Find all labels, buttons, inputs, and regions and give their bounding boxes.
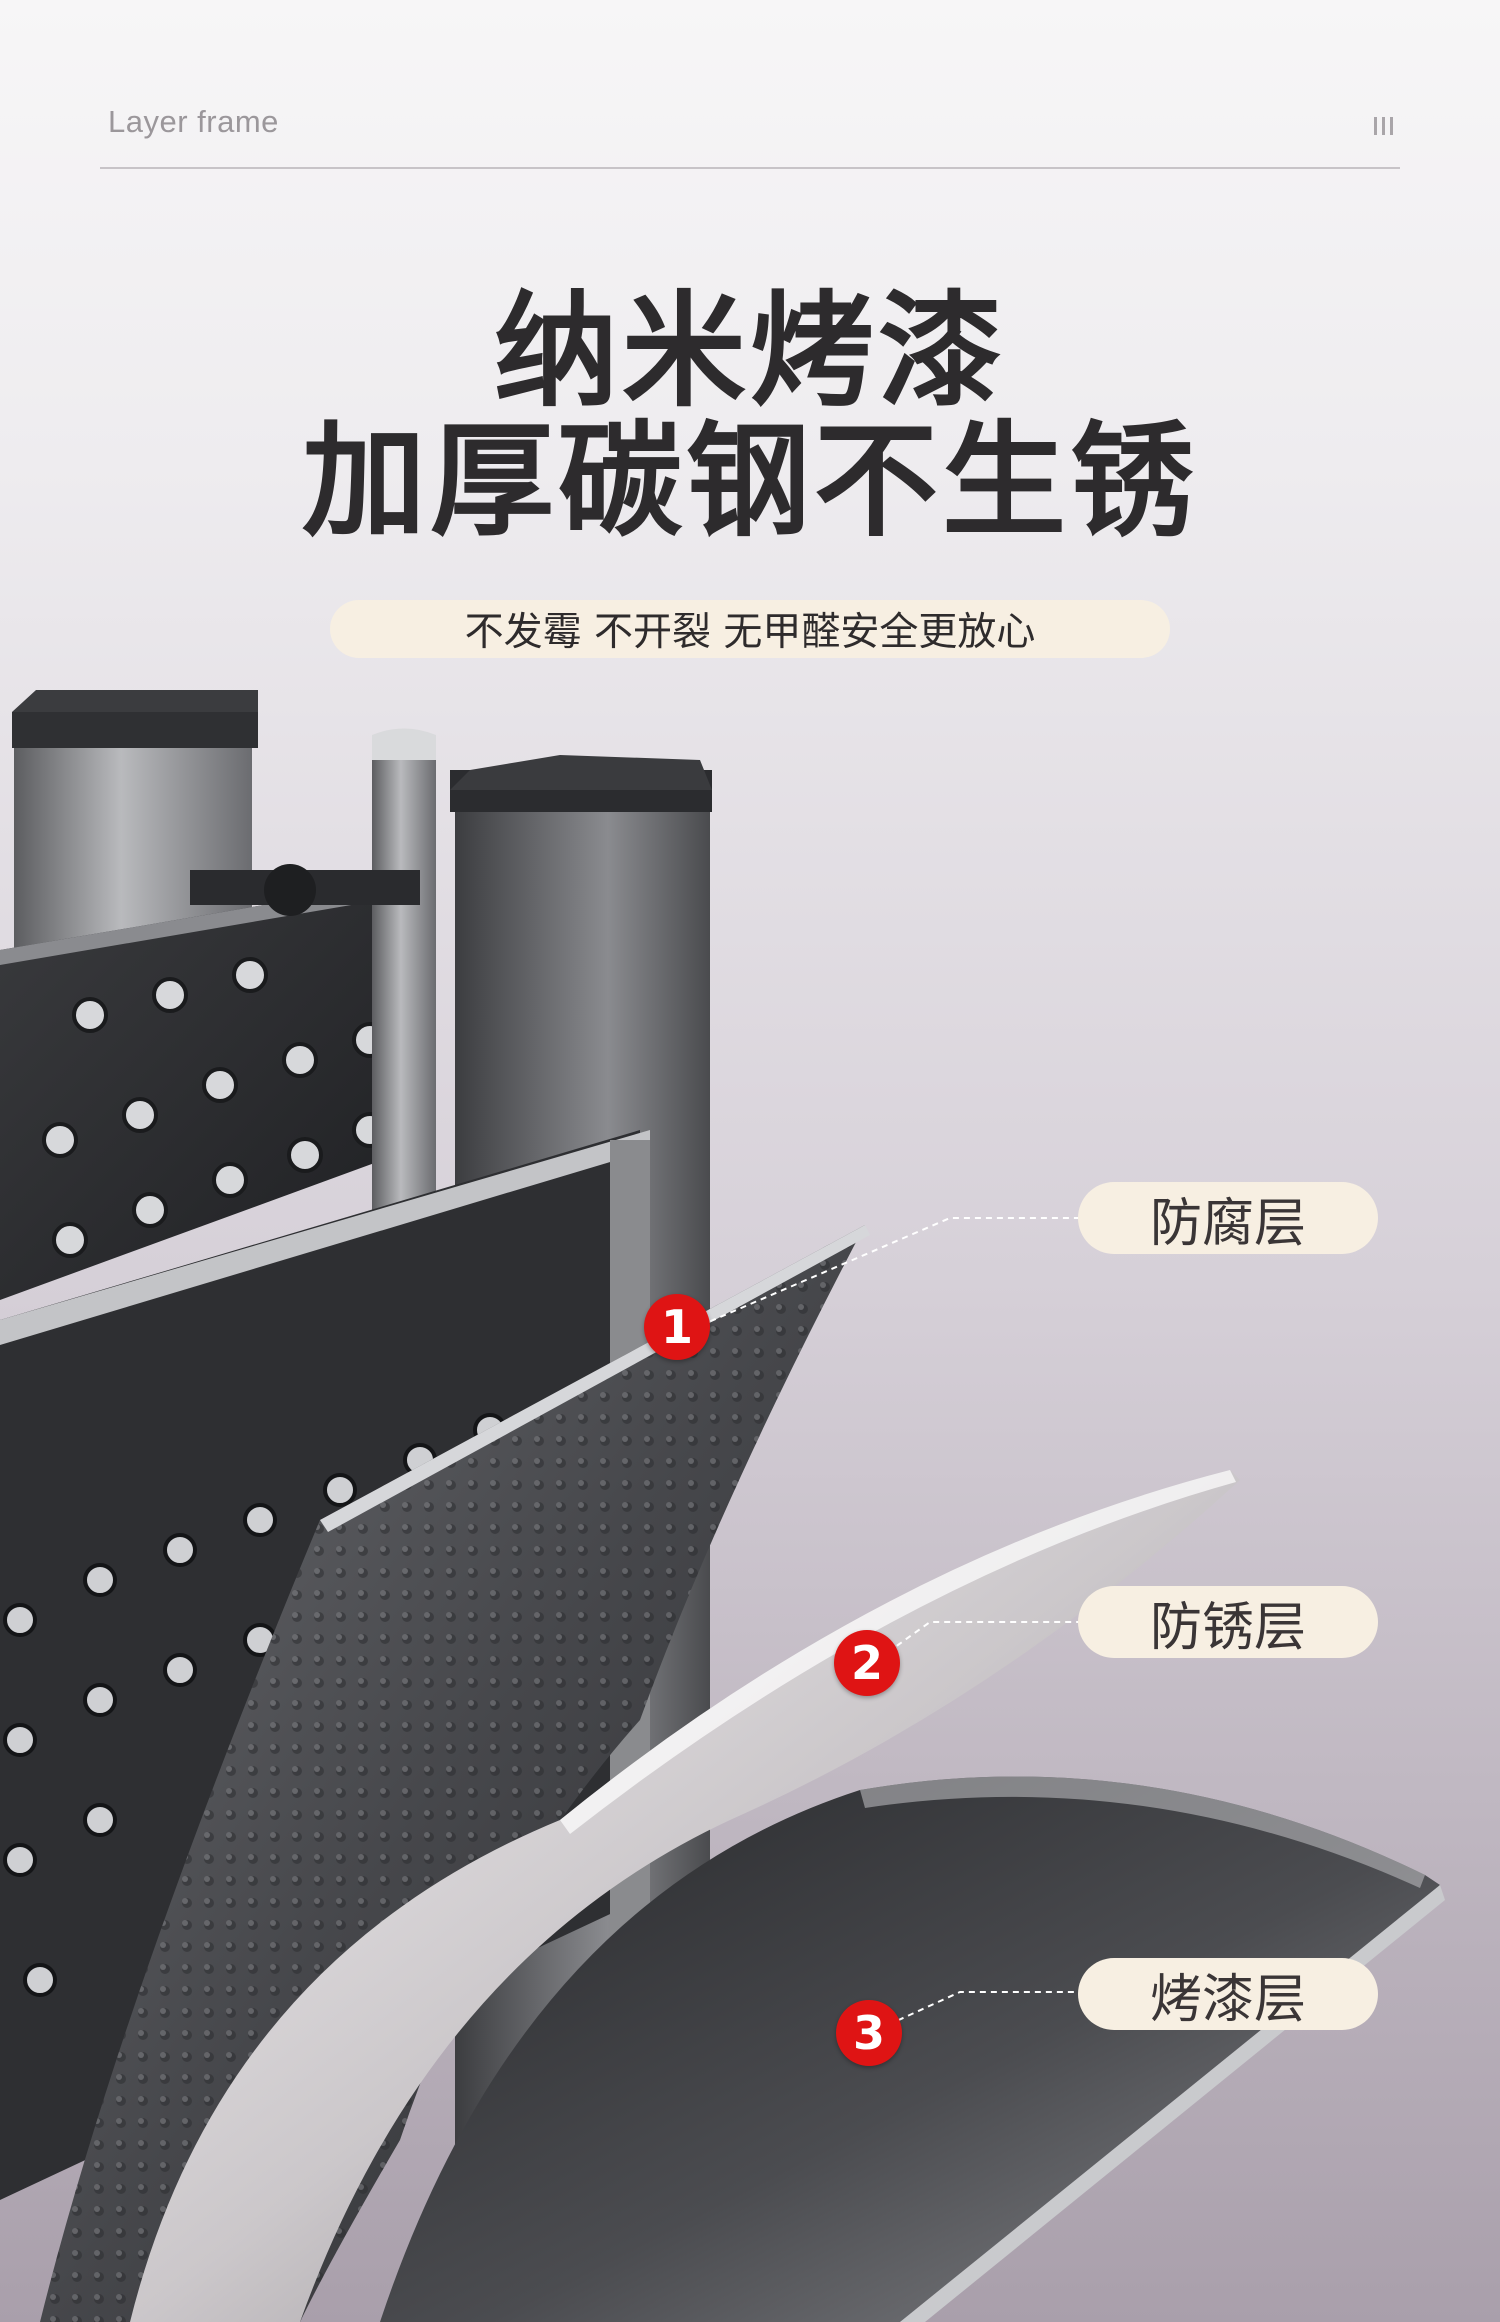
layer-3-label-text: 烤漆层 bbox=[1149, 1969, 1306, 2030]
layer-sheet-2-icon bbox=[130, 1470, 1240, 2322]
subtitle-text: 不发霉 不开裂 无甲醛安全更放心 bbox=[464, 610, 1036, 655]
layer-2-number: 2 bbox=[850, 1636, 883, 1690]
layer-1-label-text: 防腐层 bbox=[1149, 1193, 1306, 1254]
header-label: Layer frame bbox=[108, 104, 279, 139]
layer-2-label: 防锈层 bbox=[1078, 1586, 1378, 1658]
subtitle-pill: 不发霉 不开裂 无甲醛安全更放心 bbox=[330, 600, 1170, 658]
layer-1-badge: 1 bbox=[644, 1294, 710, 1360]
layer-sheet-1-icon bbox=[40, 1225, 870, 2322]
layer-3-badge: 3 bbox=[836, 2000, 902, 2066]
pegboard-back-icon bbox=[0, 880, 410, 1300]
layer-2-label-text: 防锈层 bbox=[1149, 1597, 1306, 1658]
layer-1-label: 防腐层 bbox=[1078, 1182, 1378, 1254]
layer-3-number: 3 bbox=[852, 2006, 885, 2060]
headline-line-1: 纳米烤漆 bbox=[493, 280, 1006, 424]
layer-3-label: 烤漆层 bbox=[1078, 1958, 1378, 2030]
header-mark-icon bbox=[1374, 117, 1393, 135]
headline-line-2: 加厚碳钢不生锈 bbox=[301, 410, 1198, 554]
layer-2-badge: 2 bbox=[834, 1630, 900, 1696]
header-divider bbox=[100, 167, 1400, 169]
layer-1-number: 1 bbox=[660, 1300, 693, 1354]
